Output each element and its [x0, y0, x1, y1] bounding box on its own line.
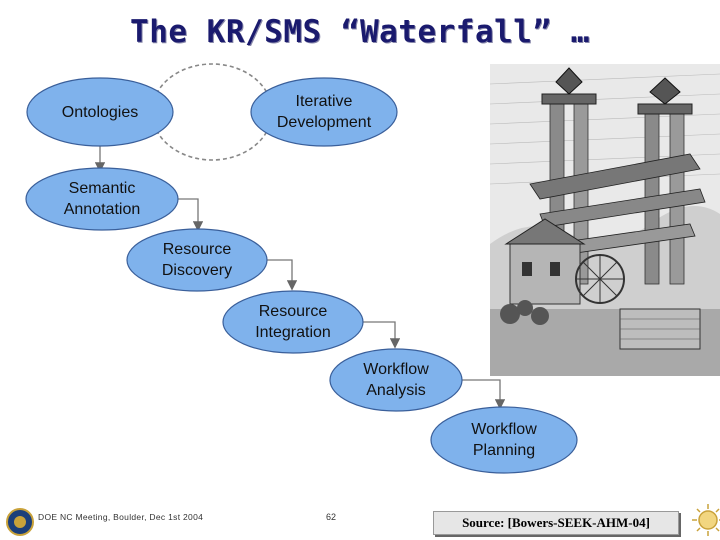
- label-ontologies: Ontologies: [61, 103, 139, 121]
- label-workflow-planning: Workflow Planning: [471, 421, 537, 459]
- node-workflow-analysis: [329, 348, 463, 412]
- node-resource-discovery: [126, 228, 268, 292]
- waterfall-illustration: [490, 64, 720, 376]
- label-semantic-annotation: Semantic Annotation: [63, 180, 141, 218]
- footer-meeting: DOE NC Meeting, Boulder, Dec 1st 2004: [38, 512, 204, 522]
- node-semantic-annotation: [25, 167, 179, 231]
- label-resource-discovery: Resource Discovery: [161, 241, 233, 279]
- label-resource-integration: Resource Integration: [255, 303, 331, 341]
- connector-integration-analysis: [362, 321, 401, 349]
- label-iterative-development: Iterative Development: [276, 93, 372, 131]
- node-workflow-planning: [430, 406, 578, 474]
- connector-discovery-integration: [265, 259, 298, 291]
- node-resource-integration: [222, 290, 364, 354]
- node-iterative-development: [250, 77, 398, 147]
- doe-seal-logo: [6, 508, 34, 536]
- slide-title: The KR/SMS “Waterfall” …: [130, 14, 590, 50]
- node-ontologies: [26, 77, 174, 147]
- source-citation: Source: [Bowers-SEEK-AHM-04]: [433, 511, 679, 535]
- connector-semantic-discovery: [178, 198, 204, 232]
- label-workflow-analysis: Workflow Analysis: [363, 361, 429, 399]
- sun-logo: [692, 504, 720, 536]
- connector-analysis-planning: [462, 379, 506, 410]
- page-number: 62: [326, 512, 337, 522]
